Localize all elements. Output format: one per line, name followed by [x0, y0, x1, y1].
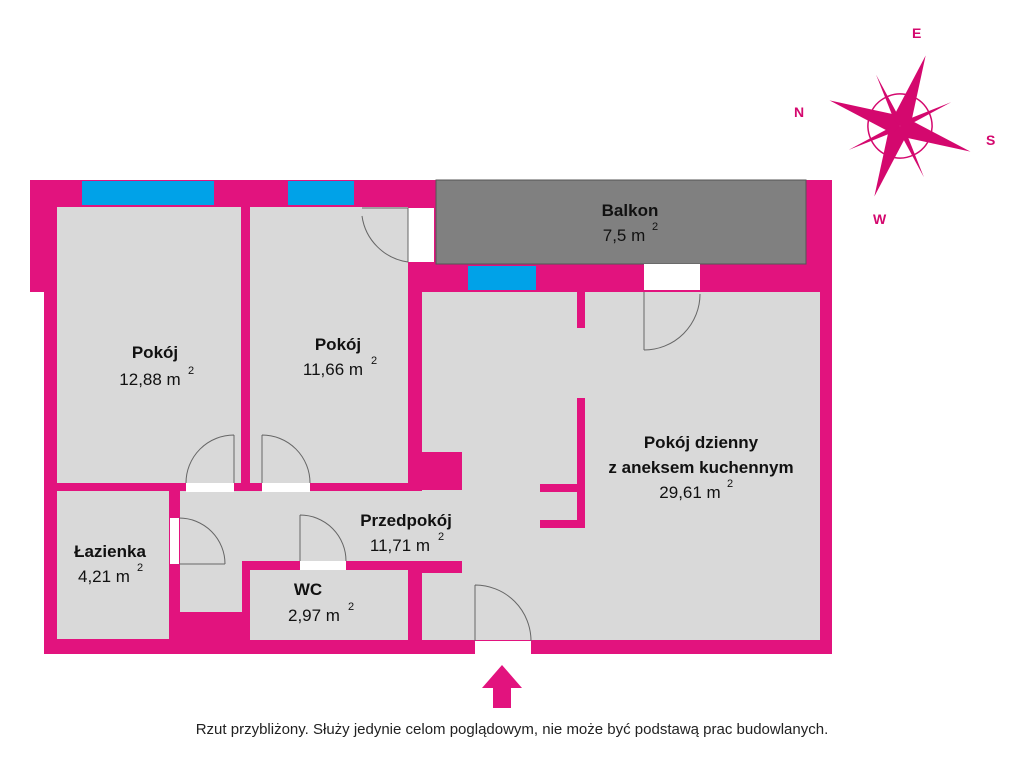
room-balkon-name: Balkon — [602, 201, 659, 220]
balcony-area — [435, 179, 807, 265]
room-przedpokoj-name: Przedpokój — [360, 511, 452, 530]
compass-rose-icon — [829, 55, 971, 197]
room-dzienny-name-line1: Pokój dzienny — [644, 433, 759, 452]
disclaimer-text: Rzut przybliżony. Służy jedynie celom po… — [195, 721, 829, 738]
room-pokoj-2-area: 11,66 m — [303, 360, 363, 379]
room-hall-floor — [422, 572, 532, 640]
room-lazienka-floor — [57, 491, 169, 639]
room-pokoj-2-name: Pokój — [315, 335, 361, 354]
room-przedpokoj-area: 11,71 m — [370, 536, 430, 555]
room-dzienny-sup: 2 — [727, 478, 733, 490]
room-wc-sup: 2 — [348, 601, 354, 613]
entrance-arrow-icon — [482, 665, 522, 708]
room-wc-name: WC — [294, 580, 322, 599]
windows — [82, 181, 536, 290]
room-pokoj-1-sup: 2 — [188, 365, 194, 377]
room-balkon-area: 7,5 m — [603, 226, 646, 245]
room-pokoj-2-sup: 2 — [371, 355, 377, 367]
room-przedpokoj-sup: 2 — [438, 531, 444, 543]
window-2 — [288, 181, 354, 205]
window-3 — [468, 266, 536, 290]
room-pokoj-1-area: 12,88 m — [119, 370, 180, 389]
room-lazienka-area: 4,21 m — [78, 567, 130, 586]
room-labels: Pokój 12,88 m 2 Pokój 11,66 m 2 Balkon 7… — [74, 201, 794, 625]
room-dzienny-name-line2: z aneksem kuchennym — [608, 458, 793, 477]
compass-e-label: E — [912, 25, 921, 41]
compass-s-label: S — [986, 132, 995, 148]
compass-w-label: W — [873, 211, 887, 227]
room-pokoj-1-name: Pokój — [132, 343, 178, 362]
room-dzienny-area: 29,61 m — [659, 483, 720, 502]
room-lazienka-name: Łazienka — [74, 542, 146, 561]
doors — [170, 207, 701, 655]
room-balkon-sup: 2 — [652, 221, 658, 233]
room-wc-floor — [250, 570, 408, 640]
room-przedpokoj-floor — [180, 491, 460, 561]
room-wc-area: 2,97 m — [288, 606, 340, 625]
room-pokoj-1-floor — [57, 207, 241, 483]
room-przedpokoj-floor-2 — [180, 560, 242, 612]
compass-n-label: N — [794, 104, 804, 120]
room-floors — [57, 207, 820, 640]
interior-walls — [410, 292, 585, 573]
room-lazienka-sup: 2 — [137, 562, 143, 574]
window-1 — [82, 181, 214, 205]
